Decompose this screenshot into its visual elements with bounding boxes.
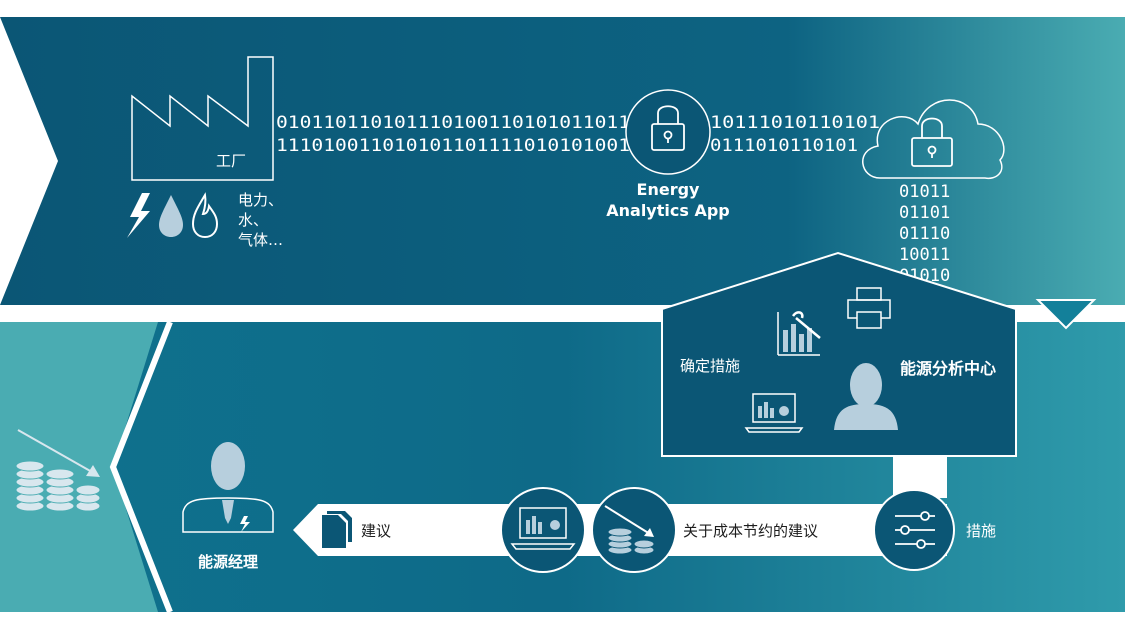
sliders-icon (895, 511, 935, 549)
person-analyst-icon (834, 363, 898, 430)
cost-savings-coins-icon (604, 505, 655, 555)
cloud-padlock-icon (911, 117, 953, 167)
laptop-report-icon (510, 507, 576, 550)
factory-label: 工厂 (216, 152, 246, 170)
printer-icon (847, 287, 891, 329)
cloud-binary-4: 10011 (899, 245, 950, 265)
bottom-left-light-band (0, 322, 158, 612)
binary-row-2b: 0111010110101 (710, 136, 858, 156)
advice-label: 建议 (361, 522, 391, 540)
coin-stacks-icon (15, 460, 101, 512)
laptop-dashboard-icon (744, 393, 804, 433)
cloud-icon (862, 99, 1005, 180)
padlock-icon (651, 105, 685, 151)
lightning-icon (127, 193, 150, 238)
binary-row-1b: 10111010110101 (710, 113, 880, 133)
binary-row-2a: 111010011010101101111010101001 (276, 136, 630, 156)
bottom-chevron-white (109, 320, 173, 614)
energy-manager-icon (182, 442, 274, 533)
water-drop-icon (159, 195, 183, 237)
analytics-center-house (661, 251, 1017, 457)
chart-wrench-icon (777, 311, 821, 356)
resources-line-2: 水、 (238, 211, 268, 229)
measures-label: 措施 (966, 522, 996, 540)
resources-line-3: 气体… (238, 231, 283, 249)
down-triangle (1035, 299, 1097, 330)
document-icon (322, 511, 352, 548)
laptop-report-circle (500, 487, 586, 573)
energy-manager-label: 能源经理 (198, 553, 258, 571)
app-label-line-1: Energy (637, 180, 701, 199)
cloud-binary-3: 01110 (899, 224, 950, 244)
determine-measures-label: 确定措施 (680, 357, 740, 375)
binary-row-1a: 010110110101110100110101011011 (276, 113, 630, 133)
factory-icon (131, 56, 274, 181)
app-label-line-2: Analytics App (606, 201, 729, 220)
resources-line-1: 电力、 (238, 191, 283, 209)
cost-savings-advice-label: 关于成本节约的建议 (683, 522, 818, 540)
cloud-binary-2: 01101 (899, 203, 950, 223)
cloud-binary-1: 01011 (899, 182, 950, 202)
downtrend-arrow-icon (17, 429, 100, 477)
cost-savings-circle (591, 487, 677, 573)
analytics-center-title: 能源分析中心 (900, 359, 996, 378)
flame-icon (191, 192, 219, 239)
top-band (0, 17, 1125, 305)
